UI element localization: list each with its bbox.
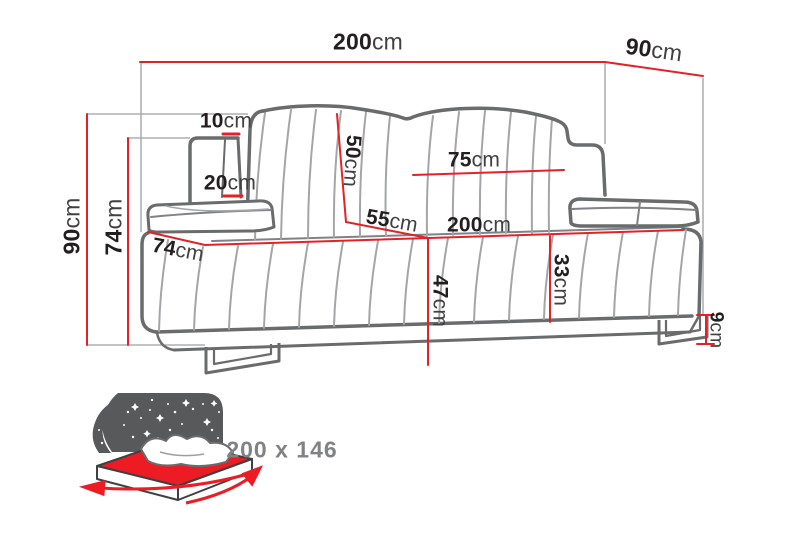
dim-backrest-height-label: 50cm (338, 134, 366, 188)
right-leg (657, 316, 709, 346)
duvet (140, 434, 234, 468)
expand-arrows (78, 465, 264, 505)
dim-arm-width-label: 20cm (203, 171, 257, 195)
dim-top-width-label: 200cm (332, 28, 404, 55)
dim-total-height-label: 90cm (58, 197, 85, 255)
left-leg (204, 343, 281, 375)
dim-arm-height-label: 74cm (100, 198, 127, 256)
sofa-backrest (245, 104, 607, 241)
left-armrest-cushion (146, 199, 276, 234)
dimension-lines (86, 61, 715, 366)
extension-lines (86, 63, 704, 346)
dim-arm-top-width-label: 10cm (199, 109, 253, 133)
sofa-left-armrest (146, 136, 276, 234)
dim-base-height-label: 33cm (549, 253, 573, 307)
sofa-right-armrest (568, 197, 700, 228)
sofa-base (140, 226, 703, 352)
dim-seat-width-label: 200cm (446, 213, 512, 237)
dim-seat-height-label: 47cm (428, 274, 452, 328)
dim-back-cushion-width-label: 75cm (447, 148, 501, 172)
sofa-bed-icon (78, 393, 264, 505)
dim-leg-height-label: 9cm (705, 311, 727, 349)
sleeping-area-size: 200 x 146 (226, 436, 338, 463)
